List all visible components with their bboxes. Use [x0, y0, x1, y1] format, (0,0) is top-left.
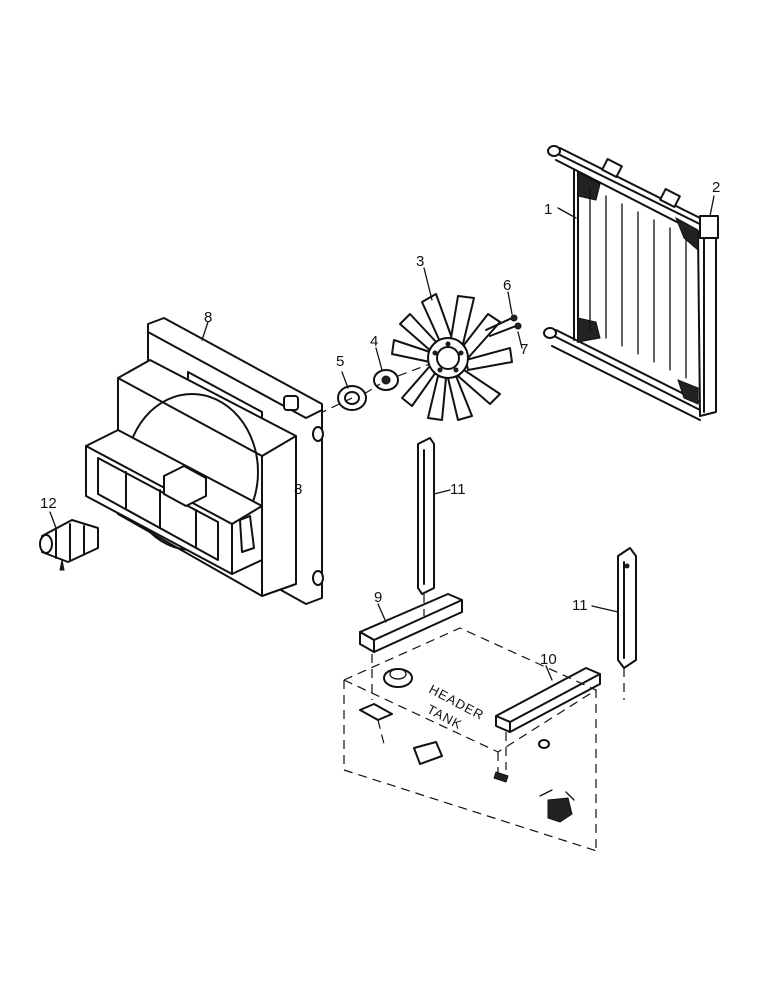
callout-6: 6 [503, 277, 511, 294]
pump-motor [39, 511, 99, 571]
spacer [373, 347, 399, 391]
support-bracket-11-right [591, 547, 637, 669]
callout-8: 8 [204, 309, 212, 326]
radiator-core [543, 145, 719, 421]
bolts [485, 291, 523, 349]
callout-10: 10 [540, 651, 557, 668]
support-bracket-11-left [417, 437, 451, 595]
callouts: 1 2 3 4 5 6 7 8 8 9 10 11 11 12 [40, 179, 720, 668]
callout-11-right: 11 [572, 597, 588, 614]
fan-blades [391, 293, 513, 421]
callout-5: 5 [336, 353, 344, 370]
callout-12: 12 [40, 495, 57, 512]
fan-shroud [85, 317, 324, 605]
header-tank: HEADER TANK [343, 627, 601, 853]
callout-1: 1 [544, 201, 552, 218]
callout-9: 9 [374, 589, 382, 606]
callout-7: 7 [520, 341, 528, 358]
assembly-centerline [195, 363, 431, 473]
callout-4: 4 [370, 333, 378, 350]
callout-3: 3 [416, 253, 424, 270]
callout-8-side: 8 [294, 481, 302, 498]
bracket-attach-lines [371, 594, 625, 770]
pulley-hub [337, 371, 367, 411]
callout-11-left: 11 [450, 481, 466, 498]
fan [391, 267, 513, 421]
angle-bracket-9 [359, 593, 463, 653]
callout-2: 2 [712, 179, 720, 196]
angle-bracket-10 [495, 665, 601, 733]
